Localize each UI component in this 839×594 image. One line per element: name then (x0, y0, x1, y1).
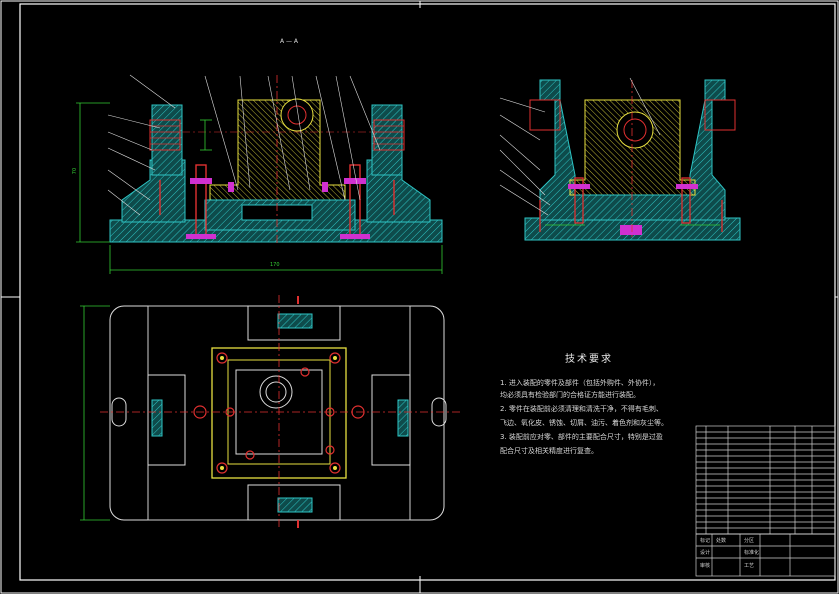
tech-requirement-line: 1. 进入装配的零件及部件（包括外购件、外协件）， (500, 379, 660, 387)
title-block-cell: 设计 (700, 550, 711, 556)
tech-requirement-line: 2. 零件在装配前必须清理和清洗干净，不得有毛刺、 (500, 405, 663, 413)
title-block-cell: 分区 (744, 538, 755, 544)
title-block-cell: 标准化 (744, 550, 760, 556)
dimension-front-height: 70 (72, 167, 79, 175)
title-block (695, 425, 836, 577)
title-block-cell: 标记 (700, 538, 711, 544)
plan-view (80, 295, 462, 530)
tech-requirement-line: 飞边、氧化皮、锈蚀、切屑、油污、着色剂和灰尘等。 (500, 419, 668, 427)
tech-requirement-line: 均必须具有检验部门的合格证方能进行装配。 (500, 391, 640, 399)
front-view (76, 74, 443, 274)
title-block-cell: 处数 (716, 538, 727, 544)
tech-requirements-title: 技术要求 (565, 354, 613, 365)
side-view (499, 77, 741, 241)
section-label: A — A (280, 38, 299, 45)
title-block-cell: 审核 (700, 563, 711, 569)
title-block-cell: 工艺 (744, 563, 755, 569)
tech-requirement-line: 配合尺寸及相关精度进行复查。 (500, 447, 598, 455)
dimension-front-width: 170 (270, 262, 280, 268)
tech-requirement-line: 3. 装配前应对零、部件的主要配合尺寸，特别是过盈 (500, 433, 663, 441)
